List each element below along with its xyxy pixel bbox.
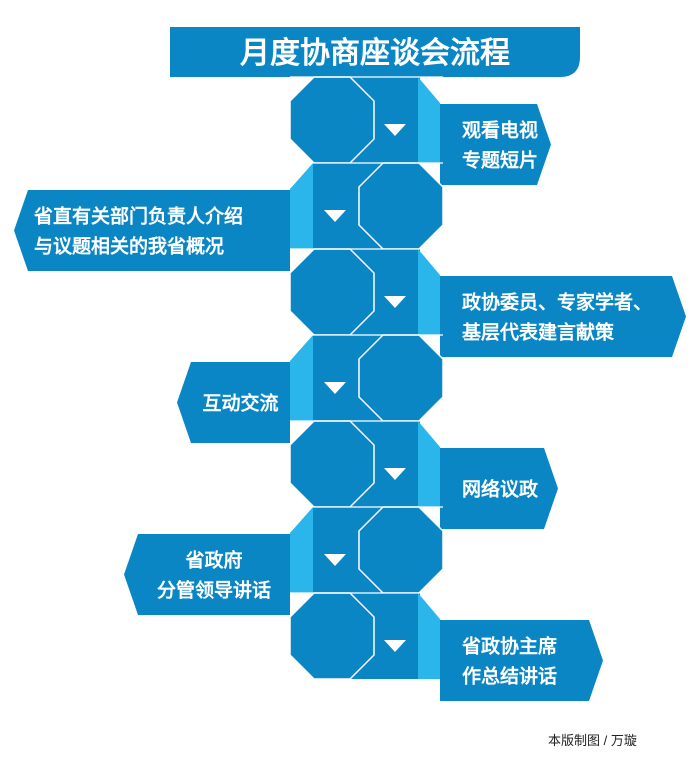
down-arrow-icon (324, 210, 346, 222)
step-label-line: 省政协主席 (461, 635, 557, 658)
step-label-line: 与议题相关的我省概况 (34, 235, 224, 258)
bevel-strip (290, 163, 313, 249)
step-block (290, 162, 444, 250)
octagon-shape (289, 592, 375, 680)
step-block (289, 248, 443, 336)
labels-layer: 观看电视专题短片省直有关部门负责人介绍与议题相关的我省概况政协委员、专家学者、基… (14, 104, 686, 701)
step-label-line: 省直有关部门负责人介绍 (33, 205, 243, 228)
step-label-line: 基层代表建言献策 (461, 321, 615, 344)
step-label-line: 政协委员、专家学者、 (462, 291, 652, 314)
octagon-shape (358, 162, 444, 250)
title-background (170, 27, 580, 77)
bevel-strip (418, 77, 440, 163)
bevel-strip (418, 249, 440, 335)
step-label-line: 网络议政 (462, 478, 539, 501)
octagon-shape (289, 76, 375, 164)
down-arrow-icon (324, 554, 346, 566)
step-block (289, 76, 443, 164)
label-box (440, 620, 603, 701)
bevel-strip (418, 421, 440, 507)
label-box (14, 190, 290, 271)
step-label-line: 省政府 (184, 549, 242, 572)
down-arrow-icon (384, 640, 406, 652)
down-arrow-icon (384, 296, 406, 308)
steps-group: 观看电视专题短片省直有关部门负责人介绍与议题相关的我省概况政协委员、专家学者、基… (14, 76, 686, 701)
step-label-line: 分管领导讲话 (157, 579, 271, 602)
credit-text: 本版制图 / 万璇 (548, 733, 637, 748)
step-block (289, 420, 443, 508)
bevel-strip (290, 335, 313, 421)
step-label-line: 作总结讲话 (462, 665, 557, 688)
octagon-shape (358, 334, 444, 422)
step-block (289, 592, 443, 680)
bevel-strip (290, 507, 313, 593)
step-block (290, 334, 444, 422)
step-block (290, 506, 444, 594)
blocks-layer (289, 76, 444, 680)
step-label: 政协委员、专家学者、基层代表建言献策 (440, 276, 686, 357)
step-label-line: 互动交流 (202, 392, 278, 415)
down-arrow-icon (324, 382, 346, 394)
octagon-shape (358, 506, 444, 594)
step-label-line: 观看电视 (462, 119, 538, 142)
title-text: 月度协商座谈会流程 (240, 36, 510, 71)
step-label: 网络议政 (440, 448, 558, 529)
down-arrow-icon (384, 468, 406, 480)
title-banner: 月度协商座谈会流程 (170, 27, 580, 77)
label-box (440, 448, 558, 529)
down-arrow-icon (384, 124, 406, 136)
label-box (124, 534, 290, 615)
label-box (440, 104, 551, 185)
octagon-shape (289, 248, 375, 336)
label-box (440, 276, 686, 357)
octagon-shape (289, 420, 375, 508)
bevel-strip (418, 593, 440, 679)
label-box (177, 362, 290, 443)
step-label: 互动交流 (177, 362, 290, 443)
step-label-line: 专题短片 (462, 149, 538, 172)
